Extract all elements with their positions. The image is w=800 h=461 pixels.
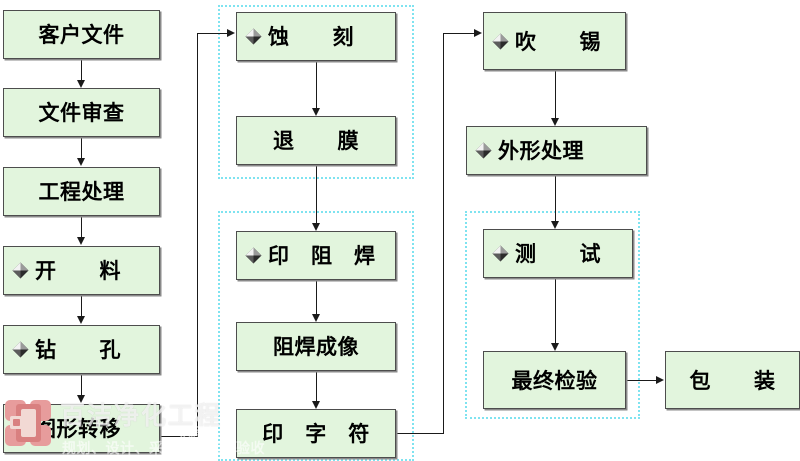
node-final-inspection[interactable]: 最终检验 xyxy=(483,351,626,409)
connector-n6-riser xyxy=(197,33,198,437)
node-label: 钻 孔 xyxy=(35,337,121,362)
connector-n8-n9 xyxy=(316,165,317,223)
node-etching[interactable]: 蚀 刻 xyxy=(236,12,396,61)
connector-n11-riser xyxy=(443,33,444,434)
diamond-bullet-icon xyxy=(245,28,262,45)
connector-n11-out xyxy=(396,433,444,434)
diamond-bullet-icon xyxy=(492,245,509,262)
watermark-company: 百洁净化工程 xyxy=(60,401,223,430)
node-cutting[interactable]: 开 料 xyxy=(3,246,160,295)
group-frame-test-inspection xyxy=(465,211,640,419)
node-label: 工程处理 xyxy=(38,179,125,204)
node-print-solder-mask[interactable]: 印 阻 焊 xyxy=(236,231,396,280)
diamond-bullet-icon xyxy=(12,341,29,358)
connector-n13-n14 xyxy=(555,175,556,221)
connector-n9-n10 xyxy=(316,280,317,314)
node-label: 印 字 符 xyxy=(262,421,370,446)
connector-n3-n4 xyxy=(81,216,82,237)
node-label: 包 装 xyxy=(689,367,776,393)
arrowhead-n4 xyxy=(76,237,85,245)
node-label: 最终检验 xyxy=(511,367,598,393)
arrowhead-n11 xyxy=(311,401,320,409)
arrowhead-n5 xyxy=(76,316,85,324)
arrowhead-n14 xyxy=(550,221,559,229)
node-label: 吹 锡 xyxy=(515,28,601,54)
connector-n11-to-n12 xyxy=(443,33,475,34)
node-profiling[interactable]: 外形处理 xyxy=(466,126,647,175)
diamond-bullet-icon xyxy=(492,33,509,50)
connector-n12-n13 xyxy=(555,70,556,118)
node-label: 测 试 xyxy=(515,241,601,266)
arrowhead-n3 xyxy=(76,158,85,166)
arrowhead-n6 xyxy=(76,395,85,403)
arrowhead-n7 xyxy=(227,28,235,37)
diamond-bullet-icon xyxy=(12,262,29,279)
connector-n4-n5 xyxy=(81,295,82,316)
arrowhead-n9 xyxy=(311,223,320,231)
node-packaging[interactable]: 包 装 xyxy=(665,351,800,409)
diamond-bullet-icon xyxy=(245,247,262,264)
watermark-tagline-bottom: 规划、设计、采购、施工、验收 xyxy=(62,441,265,457)
baijie-logo-icon xyxy=(4,398,54,448)
connector-n15-n16 xyxy=(626,380,657,381)
node-hot-air-leveling[interactable]: 吹 锡 xyxy=(483,12,626,70)
node-file-review[interactable]: 文件审查 xyxy=(3,88,160,137)
connector-n2-n3 xyxy=(81,137,82,158)
arrowhead-n8 xyxy=(311,108,320,116)
node-label: 客户文件 xyxy=(38,22,125,47)
arrowhead-n12 xyxy=(474,28,482,37)
connector-n7-n8 xyxy=(316,61,317,108)
node-engineering-process[interactable]: 工程处理 xyxy=(3,167,160,216)
node-testing[interactable]: 测 试 xyxy=(483,229,633,278)
connector-n6-to-n7 xyxy=(197,33,228,34)
connector-n10-n11 xyxy=(316,371,317,401)
node-label: 阻焊成像 xyxy=(273,334,359,359)
node-film-stripping[interactable]: 退 膜 xyxy=(236,116,396,165)
watermark-tagline-right: 总承包 xyxy=(180,426,220,441)
arrowhead-n2 xyxy=(76,80,85,88)
arrowhead-n16 xyxy=(656,375,664,384)
node-legend-printing[interactable]: 印 字 符 xyxy=(236,409,396,458)
diamond-bullet-icon xyxy=(475,142,492,159)
connector-n1-n2 xyxy=(81,59,82,80)
connector-n6-out xyxy=(160,436,198,437)
node-label: 开 料 xyxy=(35,258,121,283)
node-label: 图形转移 xyxy=(35,416,121,441)
node-drilling[interactable]: 钻 孔 xyxy=(3,325,160,374)
arrowhead-n13 xyxy=(550,118,559,126)
node-label: 蚀 刻 xyxy=(268,24,354,49)
arrowhead-n15 xyxy=(550,343,559,351)
arrowhead-n10 xyxy=(311,314,320,322)
node-solder-mask-imaging[interactable]: 阻焊成像 xyxy=(236,322,396,371)
node-customer-file[interactable]: 客户文件 xyxy=(3,10,160,59)
connector-n14-n15 xyxy=(555,278,556,343)
connector-n5-n6 xyxy=(81,374,82,395)
node-label: 外形处理 xyxy=(498,138,584,163)
node-label: 退 膜 xyxy=(273,128,359,153)
node-label: 文件审查 xyxy=(38,100,125,125)
node-label: 印 阻 焊 xyxy=(268,243,376,268)
